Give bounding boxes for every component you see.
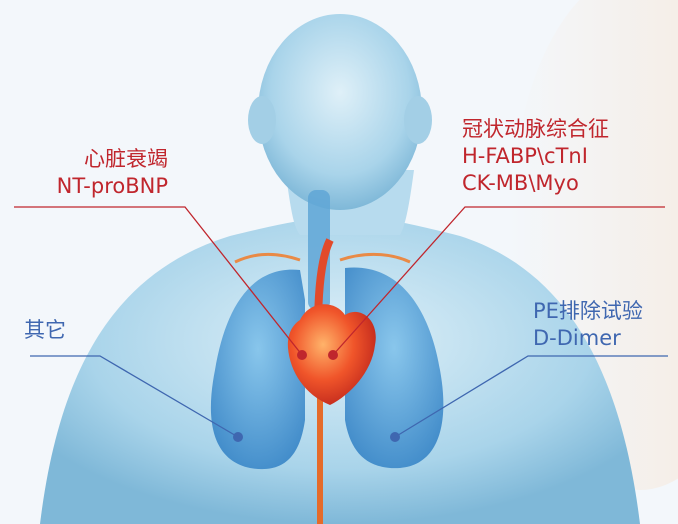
heart-failure-name: 心脏衰竭 [10,146,168,173]
label-other: 其它 [24,317,66,344]
label-pe-exclusion: PE排除试验 D-Dimer [533,298,643,352]
marker-heart-failure [297,350,307,360]
ear-left [248,96,276,144]
ear-right [404,96,432,144]
label-heart-failure: 心脏衰竭 NT-proBNP [10,146,168,200]
pe-markers: D-Dimer [533,325,643,352]
marker-pe [390,432,400,442]
marker-acute-coronary [328,350,338,360]
acute-coronary-name: 冠状动脉综合征 [462,116,609,143]
acute-coronary-markers-2: CK-MB\Myo [462,170,609,197]
pe-name: PE排除试验 [533,298,643,325]
marker-other [233,432,243,442]
label-acute-coronary: 冠状动脉综合征 H-FABP\cTnI CK-MB\Myo [462,116,609,197]
other-name: 其它 [24,317,66,344]
head [258,14,422,210]
acute-coronary-markers-1: H-FABP\cTnI [462,143,609,170]
heart-failure-markers: NT-proBNP [10,173,168,200]
